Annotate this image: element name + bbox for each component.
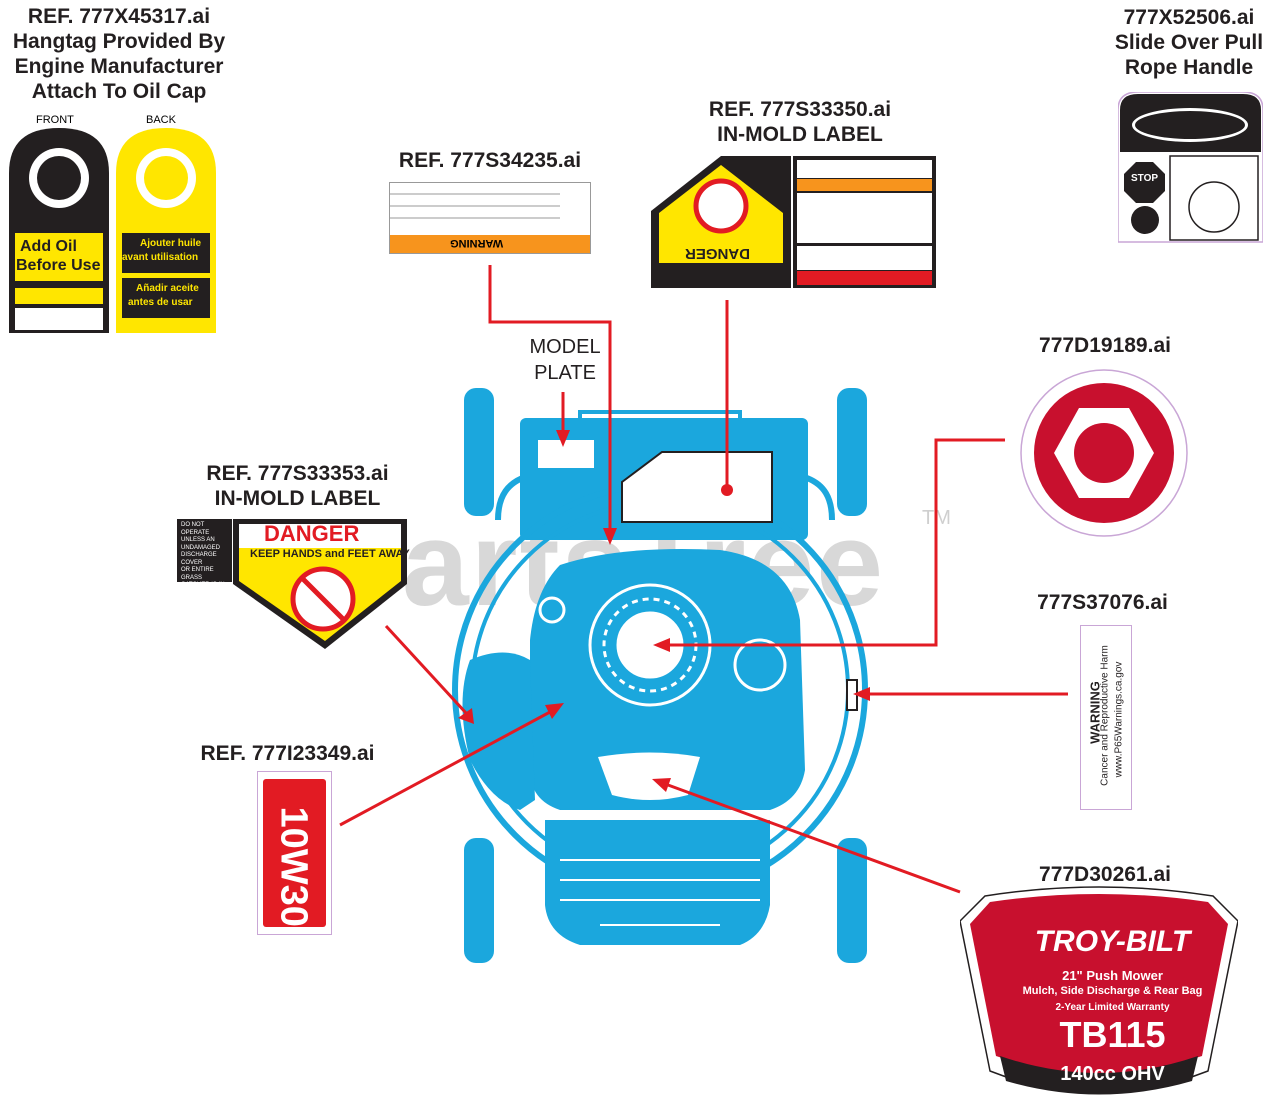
inmold-top-label — [651, 151, 936, 288]
inmold-top-caption: IN-MOLD LABEL — [717, 123, 883, 146]
p65-line3: www.P65Warnings.ca.gov — [1113, 661, 1125, 778]
p65-label — [1080, 625, 1132, 810]
hangtag-back-line4: antes de usar — [128, 297, 193, 308]
inmold-left-keep-hands: KEEP HANDS and FEET AWAY — [250, 548, 410, 560]
oil-ref: REF. 777I23349.ai — [200, 742, 375, 765]
model-plate-line1: MODEL — [529, 336, 601, 358]
pull-rope-line2: Slide Over Pull — [1114, 31, 1264, 54]
hangtag-front-line2: Before Use — [16, 257, 101, 274]
brand-label — [960, 886, 1238, 1095]
pull-rope-ref-block: 777X52506.ai Slide Over Pull Rope Handle — [1100, 5, 1278, 80]
inmold-label-area — [621, 451, 773, 523]
side-line: UNLESS AN — [181, 537, 215, 543]
inmold-top-ref-block: REF. 777S33350.ai IN-MOLD LABEL — [690, 97, 910, 147]
brand-label-area — [598, 752, 700, 800]
circle-logo-label — [1020, 369, 1188, 537]
hangtag-front — [9, 128, 109, 333]
inmold-left-side-text: DO NOT OPERATE UNLESS AN UNDAMAGED DISCH… — [181, 522, 233, 597]
callout-arrows — [339, 265, 1068, 894]
side-line: CATCHER IS IN — [181, 582, 225, 588]
pull-rope-stop: STOP — [1131, 173, 1159, 184]
inmold-left-caption: IN-MOLD LABEL — [214, 487, 381, 510]
side-line: UNDAMAGED — [181, 544, 221, 551]
pull-rope-ref: 777X52506.ai — [1123, 6, 1255, 29]
brand-line3: 2-Year Limited Warranty — [1055, 1002, 1170, 1013]
inmold-left-label — [177, 519, 407, 649]
circle-logo-ref: 777D19189.ai — [1039, 334, 1171, 357]
arrow-heads — [458, 430, 870, 792]
warning-label: WARNING — [389, 182, 591, 254]
hangtag-back-line2: avant utilisation — [122, 252, 199, 263]
hangtag-line4: Attach To Oil Cap — [31, 80, 207, 103]
warning-label-word: WARNING — [450, 237, 504, 249]
model-plate-caption: MODEL PLATE — [515, 334, 615, 386]
inmold-left-danger: DANGER — [264, 521, 360, 546]
inmold-left-ref: REF. 777S33353.ai — [206, 462, 389, 485]
model-plate-line2: PLATE — [534, 362, 596, 384]
hangtag-line2: Hangtag Provided By — [12, 30, 226, 53]
brand-ref: 777D30261.ai — [1039, 863, 1171, 886]
brand-line2: Mulch, Side Discharge & Rear Bag — [1022, 985, 1203, 997]
brand-line1: 21" Push Mower — [1062, 968, 1163, 983]
hangtag-ref: REF. 777X45317.ai — [27, 5, 211, 28]
p65-line2: Cancer and Reproductive Harm — [1099, 645, 1111, 786]
brand-logo: TROY-BILT — [1034, 925, 1191, 958]
p65-ref: 777S37076.ai — [1037, 591, 1168, 614]
side-line: OR ENTIRE GRASS — [181, 567, 214, 581]
warning-label-ref: REF. 777S34235.ai — [398, 149, 582, 172]
inmold-top-danger: DANGER — [685, 245, 751, 262]
hangtag-back-caption: BACK — [146, 114, 176, 126]
side-line: DO NOT OPERATE — [181, 522, 210, 536]
model-plate-area — [538, 440, 594, 468]
pull-rope-label — [1118, 92, 1263, 243]
brand-model: TB115 — [1059, 1014, 1166, 1055]
hangtag-ref-block: REF. 777X45317.ai Hangtag Provided By En… — [0, 4, 238, 104]
hangtag-line3: Engine Manufacturer — [14, 55, 224, 78]
inmold-top-ref: REF. 777S33350.ai — [708, 98, 892, 121]
oil-label — [257, 771, 332, 935]
hangtag-back — [116, 128, 216, 333]
brand-engine: 140cc OHV — [1060, 1063, 1165, 1085]
hangtag-front-line1: Add Oil — [20, 238, 77, 255]
pull-rope-line3: Rope Handle — [1124, 56, 1254, 79]
side-line: DISCHARGE COVER — [181, 552, 217, 566]
hangtag-back-line1: Ajouter huile — [140, 238, 202, 249]
inmold-left-ref-block: REF. 777S33353.ai IN-MOLD LABEL — [190, 461, 405, 511]
side-line: PLACE — [181, 589, 201, 596]
hangtag-front-caption: FRONT — [36, 114, 74, 126]
hangtag-back-line3: Añadir aceite — [136, 283, 199, 294]
oil-text: 10W30 — [272, 806, 315, 927]
